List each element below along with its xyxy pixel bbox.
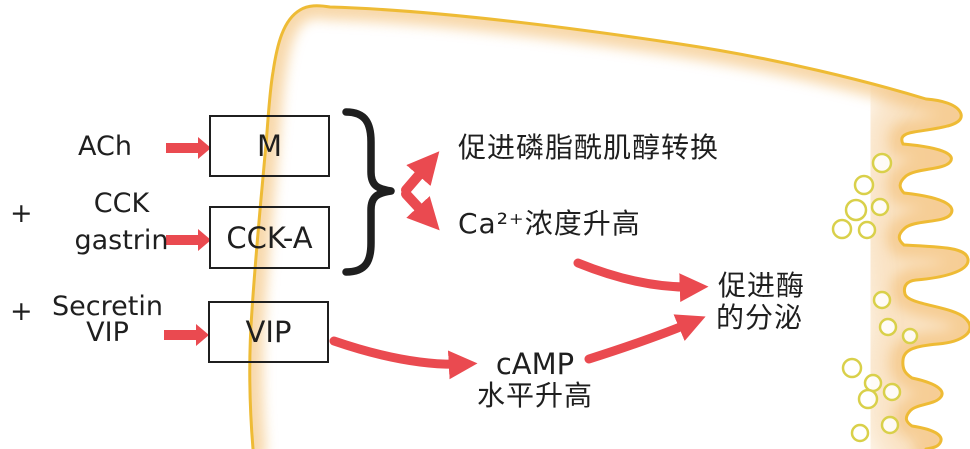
vesicle-icon [857,220,877,240]
camp-level-label: 水平升高 [476,379,593,412]
plus-sign-cck: + [10,198,33,229]
pi-turnover-label: 促进磷脂酰肌醇转换 [458,131,720,164]
receptor-ccka-label: CCK-A [226,220,313,255]
vesicle-icon [872,290,892,310]
calcium-increase-label: Ca²⁺浓度升高 [458,207,641,240]
cck-to-ccka-arrow-icon [166,229,211,251]
ligand-gastrin-label: gastrin [74,225,169,256]
enzyme-secretion-line1-label: 促进酶 [718,269,806,302]
enzyme-secretion-line2-label: 的分泌 [716,301,804,334]
plus-sign-secretin: + [10,296,33,327]
receptor-box-m: M [209,115,330,177]
receptor-m-label: M [256,129,283,163]
ca-to-secretion-arrow-icon [573,258,709,303]
camp-label: cAMP [495,347,575,381]
vesicle-icon [863,373,883,393]
vesicle-icon [882,382,902,402]
vesicle-icon [880,415,900,435]
vesicle-icon [831,218,853,240]
camp-to-secretion-arrow-icon [584,314,706,364]
ligand-cck-label: CCK [93,188,150,219]
vesicle-icon [841,357,863,379]
vesicle-icon [901,327,919,345]
cell-membrane-outline [248,4,970,449]
brace-to-ca-arrow-icon [401,189,440,231]
vesicle-icon [878,317,898,337]
vipr-to-camp-arrow-icon [329,336,478,380]
vesicle-icon [844,198,868,222]
vip-to-vipr-arrow-icon [164,324,209,346]
vesicle-icon [871,152,893,174]
ligand-secretin-label: Secretin [52,291,163,322]
vesicle-icon [853,174,875,196]
receptor-box-ccka: CCK-A [209,206,330,269]
secretory-vesicles [831,152,919,443]
ligand-vip-label: VIP [86,317,129,348]
grouping-brace-icon [342,108,395,276]
receptor-box-vip: VIP [208,301,329,363]
ach-to-m-arrow-icon [166,137,211,159]
brace-to-pi-arrow-icon [401,151,440,195]
ligand-ach-label: ACh [78,131,132,162]
receptor-vip-label: VIP [245,315,292,349]
vesicle-icon [850,423,870,443]
vesicle-icon [857,388,879,410]
vesicle-icon [870,197,890,217]
